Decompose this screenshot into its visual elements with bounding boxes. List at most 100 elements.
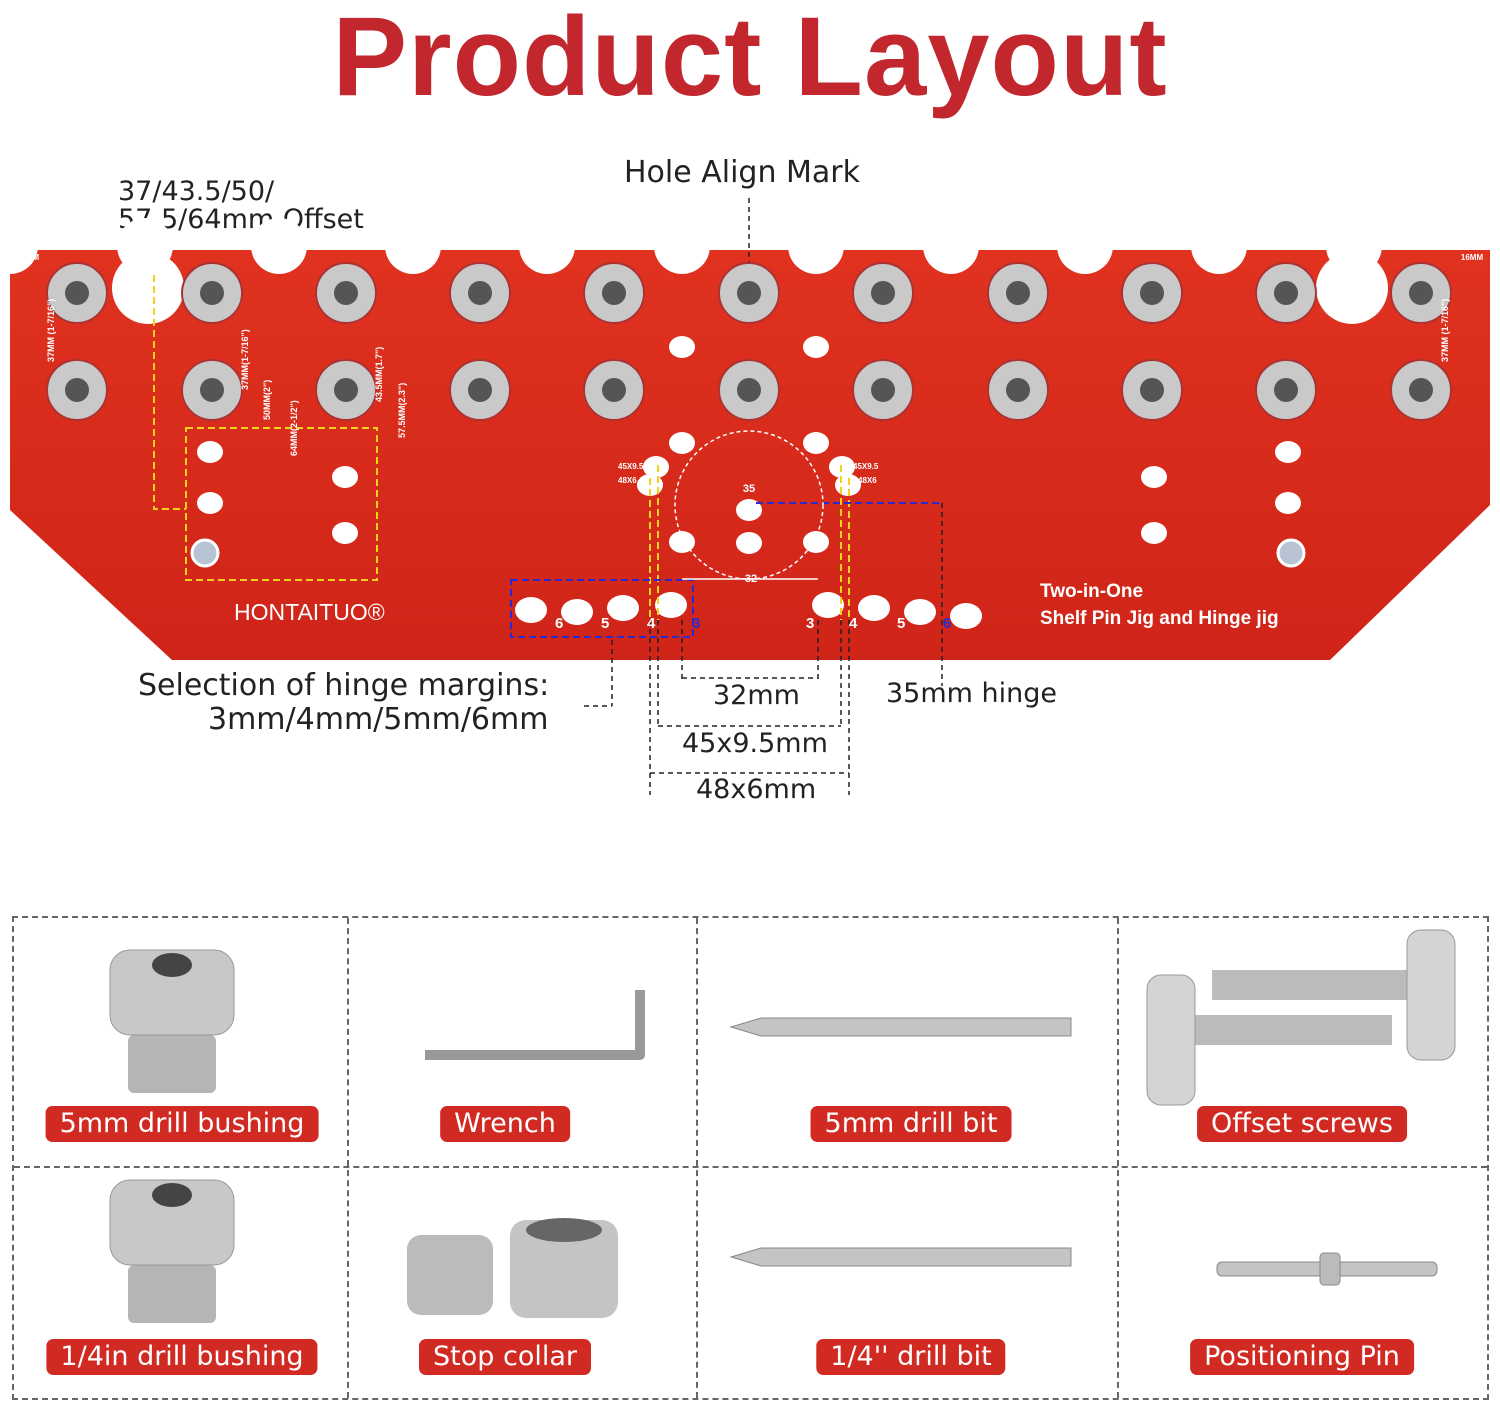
hinge-margin-digit: 4 — [647, 615, 656, 632]
spacing-45mm-label: 45x9.5mm — [682, 728, 828, 759]
edge-scallop — [117, 218, 173, 274]
positioning-pin — [190, 538, 220, 568]
edge-scallop — [251, 218, 307, 274]
accessory-label: 5mm drill bushing — [45, 1106, 319, 1142]
pin-hole — [332, 466, 358, 488]
pin-hole — [332, 522, 358, 544]
drill-bushing-hole — [718, 262, 780, 324]
measure-50mm: 50MM(2") — [262, 380, 272, 420]
drill-bushing-hole — [1255, 262, 1317, 324]
hinge-margin-digit: 3 — [692, 615, 700, 632]
drill-bushing-hole — [315, 262, 377, 324]
hole-48-label: 48X6 — [618, 476, 637, 485]
drill-bushing-hole — [852, 262, 914, 324]
pin-hole — [643, 456, 669, 478]
hinge-margin-digit: 3 — [806, 615, 814, 632]
stop-collar-icon — [407, 1218, 618, 1318]
product-name-line2: Shelf Pin Jig and Hinge jig — [1040, 608, 1279, 629]
edge-spacing-label: 32MM — [539, 253, 562, 262]
drill-bushing-hole — [1390, 359, 1452, 421]
brand-logo: HONTAITUO® — [234, 599, 385, 625]
edge-scallop — [0, 218, 38, 274]
hinge-margin-digit: 4 — [849, 615, 858, 632]
drill-bushing-hole — [852, 359, 914, 421]
edge-spacing-label: 32MM — [673, 253, 696, 262]
accessory-label: 1/4'' drill bit — [816, 1339, 1006, 1375]
measure-37mm: 37MM(1-7/16") — [240, 329, 250, 390]
large-hole — [112, 252, 184, 324]
edge-spacing-label: 32MM — [941, 253, 964, 262]
center-35-label: 35 — [743, 483, 755, 495]
hex-wrench-icon — [425, 990, 645, 1060]
hinge-margins-values: 3mm/4mm/5mm/6mm — [208, 702, 549, 737]
hinge-margins-label: Selection of hinge margins: — [138, 668, 550, 703]
spacing-32mm-label: 32mm — [713, 680, 800, 711]
pin-hole — [1141, 522, 1167, 544]
pin-hole — [736, 532, 762, 554]
accessories-grid — [12, 916, 1489, 1400]
edge-scallop — [1191, 218, 1247, 274]
hinge-margin-digit: 6 — [943, 615, 951, 632]
pin-hole — [561, 599, 593, 625]
drill-bushing-hole — [46, 359, 108, 421]
product-name-line1: Two-in-One — [1040, 581, 1143, 602]
drill-bushing-hole — [583, 359, 645, 421]
drill-bushing-hole — [1121, 262, 1183, 324]
drill-bushing-hole — [449, 262, 511, 324]
edge-spacing-label: 32MM — [405, 253, 428, 262]
measure-43-5mm: 43.5MM(1.7") — [374, 347, 384, 402]
pin-hole — [197, 441, 223, 463]
edge-scallop — [1326, 218, 1382, 274]
side-measure-left: 37MM (1-7/16") — [46, 299, 56, 362]
hinge-margin-digit: 5 — [601, 615, 609, 632]
hole-45-label-right: 45X9.5 — [853, 462, 879, 471]
drill-bushing-hole — [315, 359, 377, 421]
large-hole — [1316, 252, 1388, 324]
pin-hole — [858, 595, 890, 621]
hinge-margin-digit: 6 — [555, 615, 563, 632]
drill-bushing-hole — [181, 262, 243, 324]
accessory-label: 5mm drill bit — [810, 1106, 1012, 1142]
drill-bushing-hole — [987, 359, 1049, 421]
accessory-label: Stop collar — [419, 1339, 591, 1375]
edge-scallop — [788, 218, 844, 274]
pin-hole — [803, 432, 829, 454]
pin-hole — [950, 603, 982, 629]
edge-spacing-label: 32MM — [1341, 253, 1364, 262]
edge-scallop — [923, 218, 979, 274]
positioning-pin — [1276, 538, 1306, 568]
hole-48-label-right: 48X6 — [858, 476, 877, 485]
page-title: Product Layout — [332, 0, 1168, 119]
measure-57-5mm: 57.5MM(2.3") — [397, 383, 407, 438]
pin-hole — [669, 336, 695, 358]
hinge-margin-digit: 5 — [897, 615, 905, 632]
pin-hole — [197, 492, 223, 514]
drill-bushing-hole — [1121, 359, 1183, 421]
pin-hole — [669, 432, 695, 454]
offset-annotation-line1: 37/43.5/50/ — [118, 176, 275, 207]
edge-scallop — [385, 218, 441, 274]
edge-spacing-label: 32MM — [137, 253, 160, 262]
side-measure-right: 37MM (1-7/16") — [1440, 299, 1450, 362]
edge-scallop — [519, 218, 575, 274]
pin-icon — [1216, 1252, 1438, 1286]
drill-bit-icon — [729, 1247, 1072, 1267]
drill-bushing-hole — [718, 359, 780, 421]
pin-hole — [904, 599, 936, 625]
edge-spacing-label: 32MM — [1208, 253, 1231, 262]
accessory-label: Positioning Pin — [1190, 1339, 1414, 1375]
pin-hole — [736, 499, 762, 521]
pin-hole — [607, 595, 639, 621]
edge-spacing-label: 32MM — [807, 253, 830, 262]
pin-hole — [515, 597, 547, 623]
center-32-label: 32 — [745, 573, 757, 585]
drill-bushing-hole — [449, 359, 511, 421]
hole-45-label: 45X9.5 — [618, 462, 644, 471]
drill-bushing-icon — [109, 949, 235, 1093]
drill-bushing-hole — [181, 359, 243, 421]
edge-spacing-label: 16MM — [1461, 253, 1484, 262]
jig-plate — [10, 250, 1490, 660]
hinge-35mm-label: 35mm hinge — [886, 678, 1058, 709]
